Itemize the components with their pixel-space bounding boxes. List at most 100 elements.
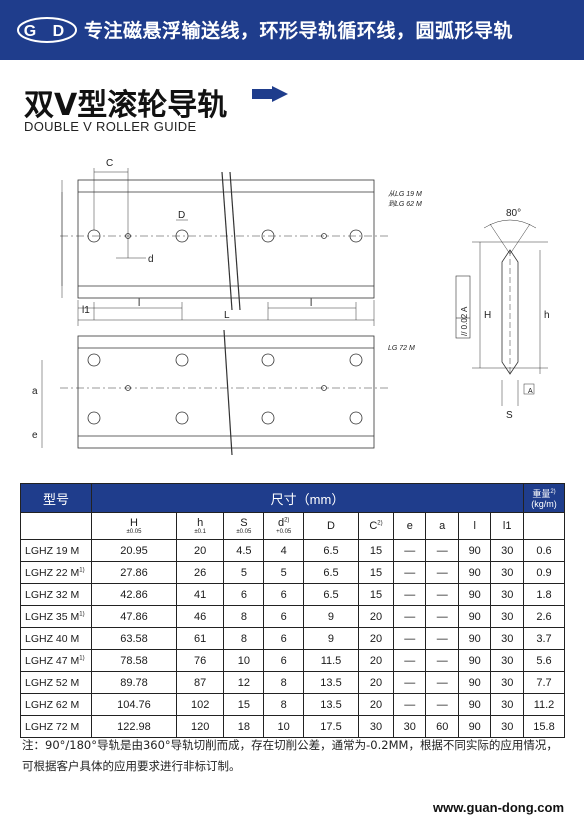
value-cell: 90 [457,561,492,584]
value-cell: — [393,627,427,650]
value-cell: — [425,693,459,716]
model-cell: LGHZ 62 M [20,693,92,716]
value-cell: 8 [223,627,265,650]
value-cell: 90 [457,715,492,738]
value-cell: 15.8 [523,715,565,738]
value-cell: 90 [457,671,492,694]
subheader-blank [523,512,565,540]
value-cell: — [393,583,427,606]
value-cell: 20 [357,627,395,650]
value-cell: 120 [175,715,225,738]
value-cell: 30 [490,671,524,694]
value-cell: 9 [303,605,359,628]
model-cell: LGHZ 35 M1) [20,605,92,628]
value-cell: — [425,583,459,606]
model-cell: LGHZ 52 M [20,671,92,694]
website-link[interactable]: www.guan-dong.com [433,800,564,815]
value-cell: 20 [175,539,225,562]
label-e: e [32,430,38,441]
value-cell: 6 [263,605,305,628]
value-cell: 30 [490,605,524,628]
value-cell: 6 [223,583,265,606]
value-cell: 10 [223,649,265,672]
column-header: h±0.1 [175,512,225,540]
value-cell: 76 [175,649,225,672]
column-header: S±0.05 [223,512,265,540]
value-cell: 7.7 [523,671,565,694]
value-cell: — [425,561,459,584]
value-cell: 27.86 [91,561,177,584]
column-header: l [457,512,492,540]
value-cell: 102 [175,693,225,716]
value-cell: 15 [357,561,395,584]
value-cell: 90 [457,583,492,606]
value-cell: 0.6 [523,539,565,562]
footnote: 注：90°/180°导轨是由360°导轨切削而成，存在切削公差，通常为-0.2M… [22,738,558,773]
value-cell: — [393,605,427,628]
model-cell: LGHZ 19 M [20,539,92,562]
value-cell: 10 [263,715,305,738]
value-cell: 20 [357,605,395,628]
value-cell: 90 [457,693,492,716]
value-cell: 42.86 [91,583,177,606]
top-banner: G D 专注磁悬浮输送线，环形导轨循环线，圆弧形导轨 [0,0,584,60]
value-cell: 5.6 [523,649,565,672]
value-cell: — [393,693,427,716]
label-angle: 80° [506,208,521,219]
value-cell: 122.98 [91,715,177,738]
value-cell: — [393,539,427,562]
page-title: 双V型滚轮导轨 [24,88,228,123]
value-cell: — [425,605,459,628]
value-cell: 63.58 [91,627,177,650]
column-header: l1 [490,512,524,540]
value-cell: — [425,627,459,650]
value-cell: 3.7 [523,627,565,650]
value-cell: 78.58 [91,649,177,672]
value-cell: 0.9 [523,561,565,584]
value-cell: 30 [490,627,524,650]
value-cell: 9 [303,627,359,650]
value-cell: 30 [490,561,524,584]
value-cell: 46 [175,605,225,628]
value-cell: 20.95 [91,539,177,562]
value-cell: 6 [263,627,305,650]
value-cell: — [393,561,427,584]
label-h: h [544,310,550,321]
value-cell: 1.8 [523,583,565,606]
model-cell: LGHZ 40 M [20,627,92,650]
label-C: C [106,158,113,169]
value-cell: 13.5 [303,671,359,694]
header-model: 型号 [20,483,92,513]
value-cell: 8 [263,693,305,716]
value-cell: 30 [490,583,524,606]
label-d: d [148,254,154,265]
value-cell: 6 [263,649,305,672]
subheader-blank [20,512,92,540]
label-S: S [506,410,513,421]
value-cell: 6 [263,583,305,606]
value-cell: 11.2 [523,693,565,716]
value-cell: — [393,649,427,672]
value-cell: 47.86 [91,605,177,628]
value-cell: 6.5 [303,583,359,606]
value-cell: 61 [175,627,225,650]
label-H: H [484,310,491,321]
company-logo: G D [17,17,77,43]
column-header: e [393,512,427,540]
label-a: a [32,386,38,397]
value-cell: 8 [263,671,305,694]
model-cell: LGHZ 47 M1) [20,649,92,672]
header-weight: 重量2) (kg/m) [523,483,565,513]
value-cell: 89.78 [91,671,177,694]
value-cell: 30 [490,649,524,672]
column-header: d2)+0.05 [263,512,305,540]
banner-title: 专注磁悬浮输送线，环形导轨循环线，圆弧形导轨 [84,20,514,42]
value-cell: 60 [425,715,459,738]
value-cell: 20 [357,649,395,672]
